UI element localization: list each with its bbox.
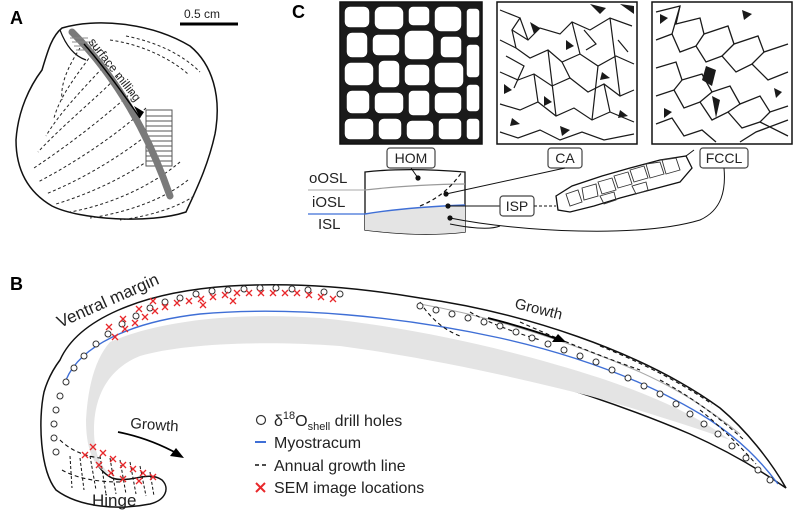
oosl-boundary-line [419, 303, 741, 435]
panel-label-b: B [10, 274, 23, 294]
growth-arrowhead-hinge [170, 448, 184, 458]
milled-area [145, 109, 173, 167]
hinge-label: Hinge [92, 491, 136, 510]
panel-label-c: C [292, 2, 305, 22]
legend-drill-hole-icon [255, 414, 267, 426]
panel-label-a: A [10, 8, 23, 28]
myostracum-line [65, 310, 779, 485]
growth-label-hinge: Growth [130, 415, 179, 435]
legend-drill-holes: δ18Oshell drill holes [274, 410, 402, 433]
isp-fragment [555, 149, 695, 213]
legend-sem-icon [255, 482, 266, 493]
shell-section-outline [40, 283, 787, 508]
growth-arrow-hinge [117, 431, 179, 455]
layer-label-iosl: iOSL [312, 194, 345, 211]
shell-outline [15, 22, 218, 220]
milling-arrowhead [134, 106, 144, 118]
layer-label-oosl: oOSL [309, 170, 347, 187]
legend-sem: SEM image locations [274, 480, 424, 497]
milling-arrow [83, 43, 141, 119]
panel-a: A 0.5 cm [10, 7, 238, 221]
legend: δ18Oshell drill holes Myostracum Annual … [255, 410, 424, 497]
drill-holes [50, 284, 774, 484]
growth-arrow-ventral [487, 317, 561, 341]
scale-bar-label: 0.5 cm [184, 7, 220, 21]
inner-shell-layer [86, 316, 730, 474]
label-ca: CA [555, 150, 575, 166]
legend-annual: Annual growth line [274, 458, 406, 475]
growth-arrowhead-ventral [552, 334, 566, 342]
layer-label-isl: ISL [318, 216, 341, 233]
panel-c: C [292, 1, 793, 235]
micrograph-hom [339, 1, 483, 145]
milling-band [68, 28, 174, 200]
milled-area-hatch [146, 115, 172, 162]
label-isp: ISP [506, 198, 529, 214]
label-fccl: FCCL [706, 150, 743, 166]
legend-myostracum: Myostracum [274, 435, 361, 452]
label-hom: HOM [395, 150, 428, 166]
micrograph-fccl [651, 1, 793, 145]
micrograph-ca [496, 1, 638, 145]
umbo-edge [59, 29, 87, 61]
sem-marks [81, 289, 337, 485]
cross-section-block [308, 167, 725, 235]
annual-growth-lines [59, 301, 757, 483]
